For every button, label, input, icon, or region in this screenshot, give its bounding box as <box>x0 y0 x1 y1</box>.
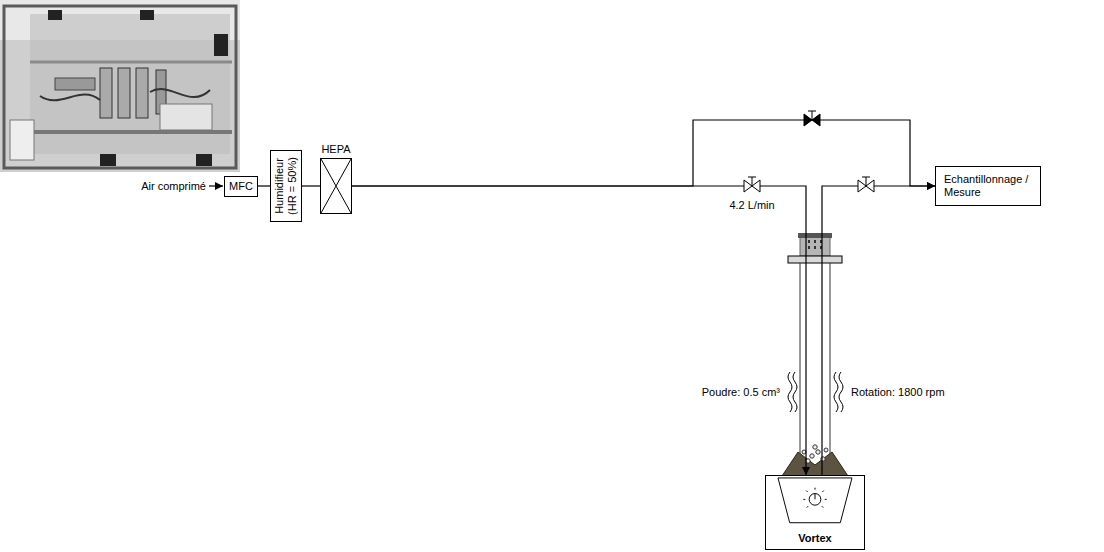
filter-cross <box>321 159 351 213</box>
valve-stem <box>808 111 816 120</box>
tube-flange <box>788 256 842 263</box>
node-label: Echantillonnage / Mesure <box>944 173 1032 198</box>
powder-grain <box>824 448 828 452</box>
glovebox-frame <box>4 6 236 168</box>
powder-grain <box>813 445 817 449</box>
photo-cylinder <box>100 68 112 118</box>
sampling-box: Echantillonnage / Mesure <box>935 166 1041 206</box>
filter-cross-line <box>321 159 351 213</box>
vibration-mark <box>788 372 792 412</box>
valve-stem <box>862 177 870 186</box>
photo-bottle <box>10 120 34 160</box>
vibration-mark <box>834 372 838 412</box>
photo-clamp <box>214 34 228 56</box>
rotation-label: Rotation: 1800 rpm <box>851 386 945 399</box>
photo-shelf <box>30 130 232 134</box>
photo-ground <box>0 0 240 172</box>
pipe-connector <box>302 185 320 186</box>
hepa-filter: HEPA <box>320 158 352 214</box>
tube-cap <box>800 236 830 256</box>
tube-wall <box>830 263 831 472</box>
node-label: Vortex <box>766 532 864 545</box>
dial-ticks <box>803 488 826 508</box>
photo-cylinder <box>136 68 148 118</box>
photo-clamp <box>100 154 116 166</box>
humidifier-box: Humidifieur (HR = 50%) <box>270 150 302 222</box>
inlet-arrow <box>209 185 223 186</box>
photo-shelf <box>30 61 232 64</box>
flow-rate-label: 4.2 L/min <box>729 199 774 212</box>
pipe-connector <box>822 186 935 475</box>
node-label: Humidifieur (HR = 50%) <box>273 154 298 218</box>
photo-clamp <box>48 10 62 20</box>
photo-clamp <box>196 154 212 166</box>
pipe-connector <box>352 186 806 475</box>
tube-wall <box>800 263 801 472</box>
node-label: MFC <box>229 180 253 193</box>
valve-stem <box>748 177 756 186</box>
vibration-mark <box>793 372 797 412</box>
photo-hose <box>40 89 210 100</box>
vibration-mark <box>839 372 843 412</box>
vortex-cup <box>778 478 852 523</box>
node-label: HEPA <box>321 143 350 156</box>
powder-label: Poudre: 0.5 cm³ <box>702 386 780 399</box>
inlet-label: Air comprimé <box>141 180 206 193</box>
cap-holes <box>809 240 821 252</box>
vortex-mixer: Vortex <box>765 475 865 550</box>
photo-cylinder <box>118 68 130 118</box>
photo-device <box>160 104 212 130</box>
mfc-box: MFC <box>224 176 258 197</box>
pipe-connector <box>258 185 270 186</box>
tube-cap-top <box>798 233 832 238</box>
pipe-connector <box>352 120 935 186</box>
photo-clamp <box>140 10 154 20</box>
powder-grain <box>810 454 814 458</box>
powder-grain <box>816 450 820 454</box>
vortex-cup-head <box>782 452 848 476</box>
photo-tube <box>55 78 95 90</box>
